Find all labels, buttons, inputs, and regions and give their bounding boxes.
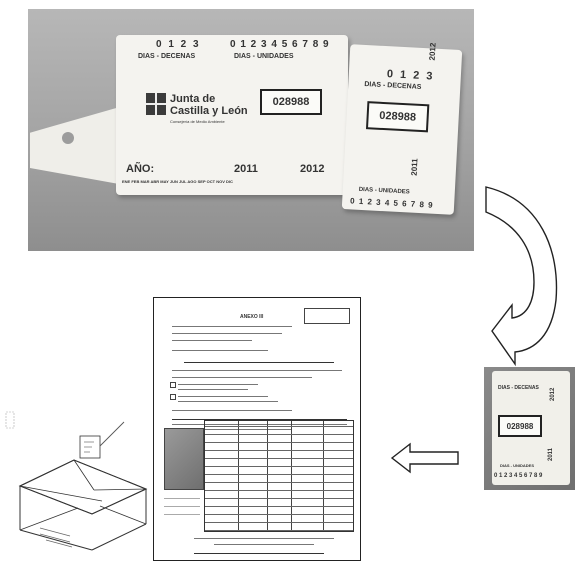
decenas-digits: 0 1 2 3 [156,39,201,50]
coat-of-arms-icon [146,93,166,115]
unidades-digits: 0 1 2 3 4 5 6 7 8 9 [230,39,330,50]
unidades-digits: 0 1 2 3 4 5 6 7 8 9 [494,473,543,479]
left-arrow-icon [390,442,459,474]
brand-line-1: Junta de [170,93,216,105]
months-row: ENE FEB MAR ABR MAY JUN JUL AGO SEP OCT … [122,179,233,184]
decenas-label: DIAS - DECENAS [138,53,196,60]
year-label: AÑO: [126,163,155,175]
decenas-label: DIAS - DECENAS [498,385,539,391]
report-form: ANEXO III [153,297,361,561]
form-stamp-box [304,308,350,324]
unidades-label: DIAS - UNIDADES [234,53,294,60]
year-2011: 2011 [234,163,258,175]
hunting-tag-closeup: DIAS - DECENAS 028988 2012 2011 DIAS - U… [492,371,570,485]
tag-number: 028988 [498,415,542,437]
tag-photo: 0 1 2 3 0 1 2 3 4 5 6 7 8 9 DIAS - DECEN… [28,9,474,251]
brand-line-2: Castilla y León [170,105,248,117]
hunting-tag-left: 0 1 2 3 0 1 2 3 4 5 6 7 8 9 DIAS - DECEN… [116,35,348,195]
tag-hole [62,132,74,144]
tag-number: 028988 [260,89,322,115]
tag-closeup-photo: DIAS - DECENAS 028988 2012 2011 DIAS - U… [484,367,575,490]
brand-subtitle: Consejería de Medio Ambiente [170,119,225,124]
form-title: ANEXO III [240,314,264,320]
tag-thumbnail [164,428,204,490]
form-table [204,420,354,532]
year-2012: 2012 [300,163,325,175]
unidades-label: DIAS - UNIDADES [500,463,535,468]
